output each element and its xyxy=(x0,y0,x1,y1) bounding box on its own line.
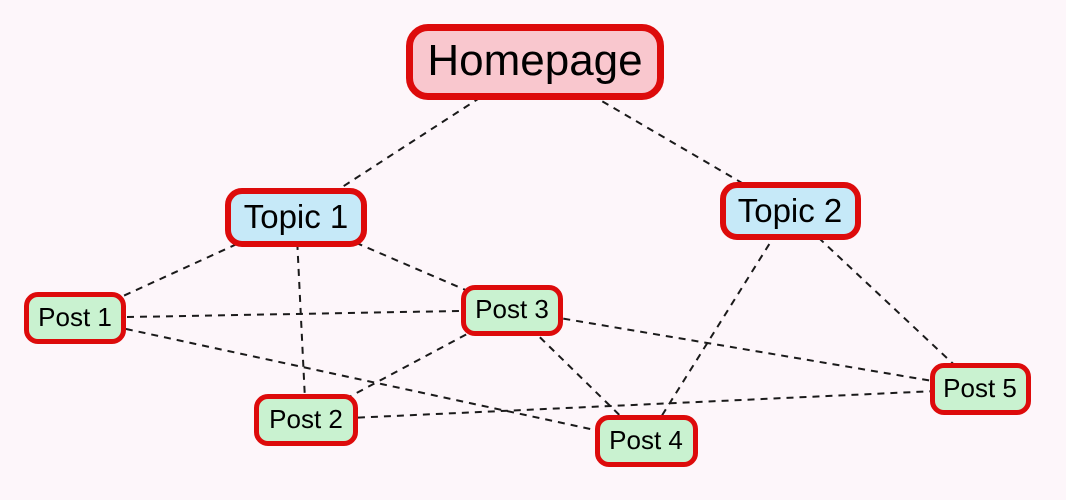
node-post3: Post 3 xyxy=(461,284,563,336)
node-label: Post 2 xyxy=(269,404,343,434)
node-post5: Post 5 xyxy=(929,363,1031,415)
node-post2: Post 2 xyxy=(254,394,358,446)
edge-topic2-post4 xyxy=(645,210,791,442)
edge-homepage-topic2 xyxy=(534,61,791,212)
node-label: Post 5 xyxy=(943,373,1017,403)
edge-topic2-post5 xyxy=(789,210,981,390)
node-label: Post 1 xyxy=(38,302,112,332)
node-topic2: Topic 2 xyxy=(719,182,861,240)
node-post4: Post 4 xyxy=(594,415,698,467)
node-label: Post 3 xyxy=(475,294,549,324)
node-label: Homepage xyxy=(427,36,643,85)
edge-post3-post5 xyxy=(511,309,981,390)
edge-post1-post3 xyxy=(74,309,513,319)
edge-post1-post4 xyxy=(74,317,647,442)
node-post1: Post 1 xyxy=(24,292,126,344)
node-label: Post 4 xyxy=(609,425,683,455)
node-topic1: Topic 1 xyxy=(225,187,367,247)
edge-topic1-post2 xyxy=(295,216,307,421)
node-label: Topic 2 xyxy=(737,191,843,229)
node-homepage: Homepage xyxy=(406,24,664,100)
edge-post2-post5 xyxy=(305,388,981,421)
node-label: Topic 1 xyxy=(243,197,349,235)
